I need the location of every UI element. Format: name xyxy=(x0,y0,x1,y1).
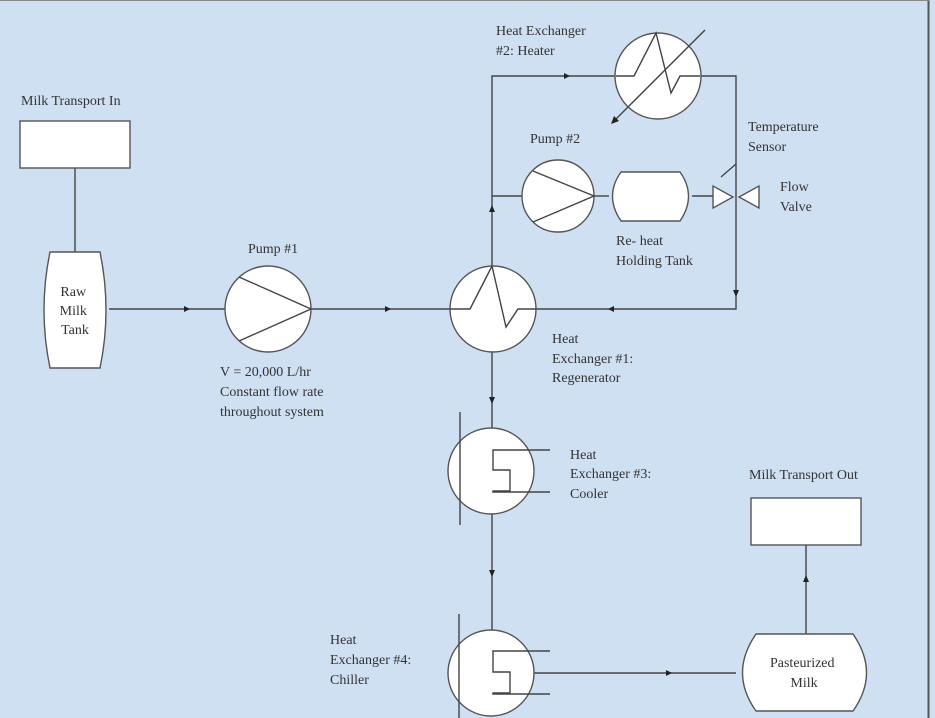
label-hx4: Heat Exchanger #4: Chiller xyxy=(330,633,415,688)
label-transport-in: Milk Transport In xyxy=(21,94,121,109)
label-pump-2: Pump #2 xyxy=(530,132,580,147)
label-transport-out: Milk Transport Out xyxy=(749,468,858,483)
arrow-right-icon xyxy=(666,670,672,676)
arrow-down-icon xyxy=(489,570,495,577)
reheat-holding-tank-shape xyxy=(611,171,690,222)
hx3-symbol xyxy=(447,412,550,525)
hx2-symbol xyxy=(611,29,706,124)
label-temperature-sensor: Temperature Sensor xyxy=(748,120,822,155)
transport-out-box xyxy=(750,497,862,546)
temperature-sensor-symbol xyxy=(720,163,737,178)
flow-valve-symbol xyxy=(712,184,760,210)
label-hx3: Heat Exchanger #3: Cooler xyxy=(570,448,655,502)
hx1-symbol xyxy=(449,263,537,353)
arrow-right-icon xyxy=(184,306,190,312)
pipe-hx2-return xyxy=(536,75,737,310)
arrow-right-icon xyxy=(385,306,391,312)
arrow-left-icon xyxy=(608,306,614,312)
label-pasteurized-milk: Pasteurized Milk xyxy=(770,656,838,691)
arrow-right-icon xyxy=(564,73,570,79)
pipes xyxy=(74,75,807,674)
label-flow-valve: Flow Valve xyxy=(780,180,812,215)
transport-in-box xyxy=(19,120,131,169)
label-flow-note: V = 20,000 L/hr Constant flow rate throu… xyxy=(220,365,327,420)
arrow-up-icon xyxy=(803,575,809,582)
arrow-down-left-icon xyxy=(611,116,619,124)
pasteurized-milk-shape xyxy=(741,633,868,712)
pump-2-symbol xyxy=(521,159,596,233)
hx4-symbol xyxy=(447,614,550,718)
arrow-down-icon xyxy=(733,290,739,297)
pipe-hx1-to-hx2 xyxy=(491,75,616,266)
raw-milk-tank-shape xyxy=(43,251,107,369)
flow-arrows xyxy=(184,73,809,676)
label-reheat-tank: Re- heat Holding Tank xyxy=(616,234,693,269)
label-hx2: Heat Exchanger #2: Heater xyxy=(496,24,589,59)
label-pump-1: Pump #1 xyxy=(248,242,298,257)
label-raw-milk-tank: Raw Milk Tank xyxy=(60,285,91,338)
label-hx1: Heat Exchanger #1: Regenerator xyxy=(552,332,637,386)
arrow-down-icon xyxy=(489,397,495,404)
pump-1-symbol xyxy=(224,265,313,353)
arrow-up-icon xyxy=(489,205,495,212)
